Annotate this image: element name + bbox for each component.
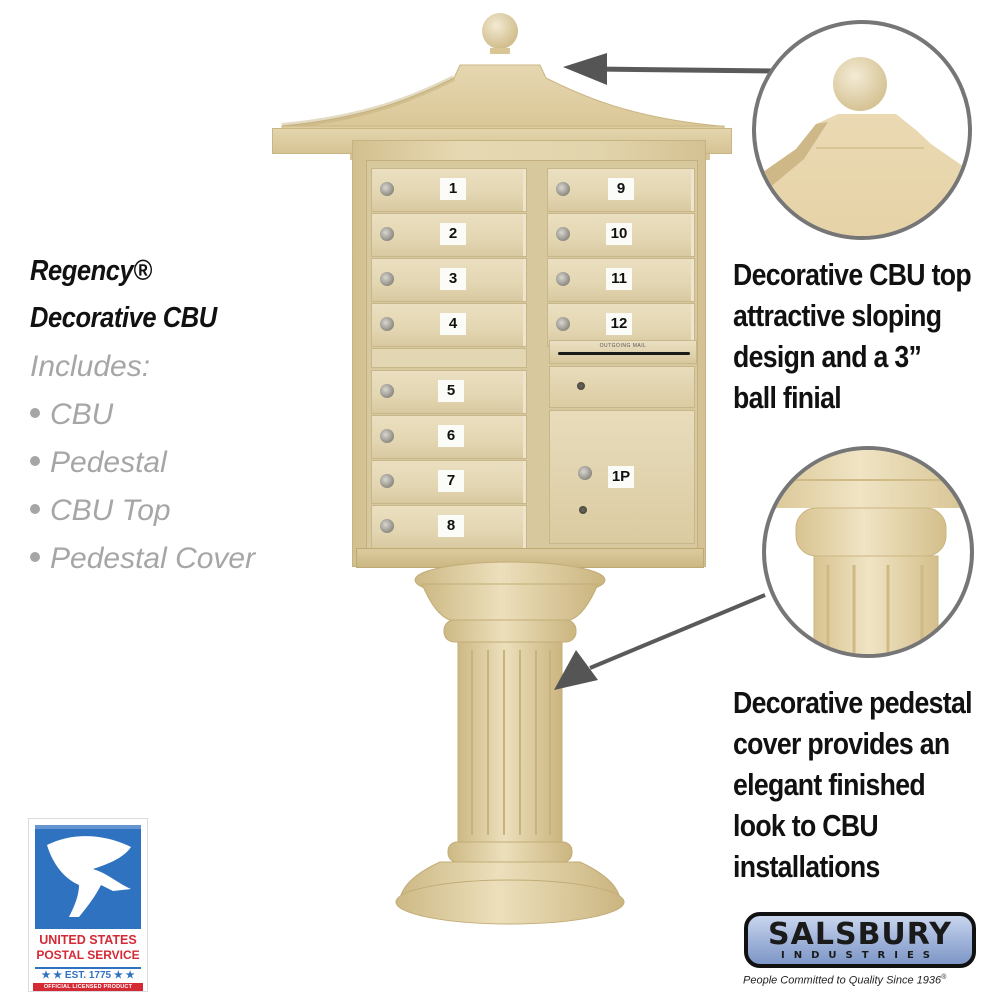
column-capital-closeup (766, 450, 970, 654)
bullet-icon (30, 504, 40, 515)
mailbox-door-5[interactable]: 5 (371, 370, 527, 414)
lock-icon (380, 429, 394, 443)
lock-icon (577, 382, 585, 390)
mailbox-door-6[interactable]: 6 (371, 415, 527, 459)
mailbox-door-4[interactable]: 4 (371, 303, 527, 347)
mailbox-door-8[interactable]: 8 (371, 505, 527, 549)
includes-item-cbu-top: CBU Top (30, 494, 171, 528)
includes-item-pedestal-cover: Pedestal Cover (30, 542, 255, 576)
lock-icon (380, 384, 394, 398)
lock-icon (556, 272, 570, 286)
bullet-icon (30, 456, 40, 467)
ball-finial (482, 13, 518, 49)
mailbox-door-1[interactable]: 1 (371, 168, 527, 212)
finial-closeup (756, 57, 968, 236)
collection-panel[interactable] (549, 366, 695, 408)
lock-icon (556, 317, 570, 331)
lock-icon (380, 474, 394, 488)
arrow-down-left-icon (554, 593, 766, 690)
arrow-left-icon (563, 53, 775, 85)
mailbox-door-10[interactable]: 10 (547, 213, 695, 257)
includes-label: Includes: (30, 350, 151, 383)
includes-item-pedestal: Pedestal (30, 446, 167, 480)
detail-circle-cbu-top (752, 20, 972, 240)
bullet-icon (30, 552, 40, 563)
slot-opening (558, 352, 690, 355)
blank-panel (371, 348, 527, 368)
detail-circle-pedestal (762, 446, 974, 658)
bullet-icon (30, 408, 40, 419)
usps-stamp (35, 825, 141, 929)
callout-cbu-top: Decorative CBU top attractive sloping de… (733, 257, 972, 415)
eagle-icon (35, 825, 141, 917)
lock-icon (556, 182, 570, 196)
parcel-locker-door[interactable]: 1P (549, 410, 695, 544)
mailbox-door-11[interactable]: 11 (547, 258, 695, 302)
lock-icon (578, 466, 592, 480)
mailbox-door-3[interactable]: 3 (371, 258, 527, 302)
lock-icon (579, 506, 587, 514)
mailbox-door-12[interactable]: 12 (547, 303, 695, 347)
lock-icon (556, 227, 570, 241)
product-title-line1: Regency® (30, 255, 152, 287)
salsbury-tagline: People Committed to Quality Since 1936® (743, 974, 947, 987)
mailbox-door-9[interactable]: 9 (547, 168, 695, 212)
lock-icon (380, 317, 394, 331)
salsbury-logo: SALSBURY INDUSTRIES (744, 912, 976, 968)
lock-icon (380, 227, 394, 241)
mailbox-door-2[interactable]: 2 (371, 213, 527, 257)
includes-item-cbu: CBU (30, 398, 113, 432)
callout-pedestal-cover: Decorative pedestal cover provides an el… (733, 685, 973, 884)
lock-icon (380, 272, 394, 286)
lock-icon (380, 519, 394, 533)
mailbox-door-7[interactable]: 7 (371, 460, 527, 504)
lock-icon (380, 182, 394, 196)
product-title-line2: Decorative CBU (30, 302, 217, 334)
pedestal (395, 561, 625, 925)
outgoing-mail-slot[interactable]: OUTGOING MAIL (549, 340, 697, 364)
usps-licensed-logo: UNITED STATES POSTAL SERVICE ★ ★ EST. 17… (28, 818, 148, 992)
